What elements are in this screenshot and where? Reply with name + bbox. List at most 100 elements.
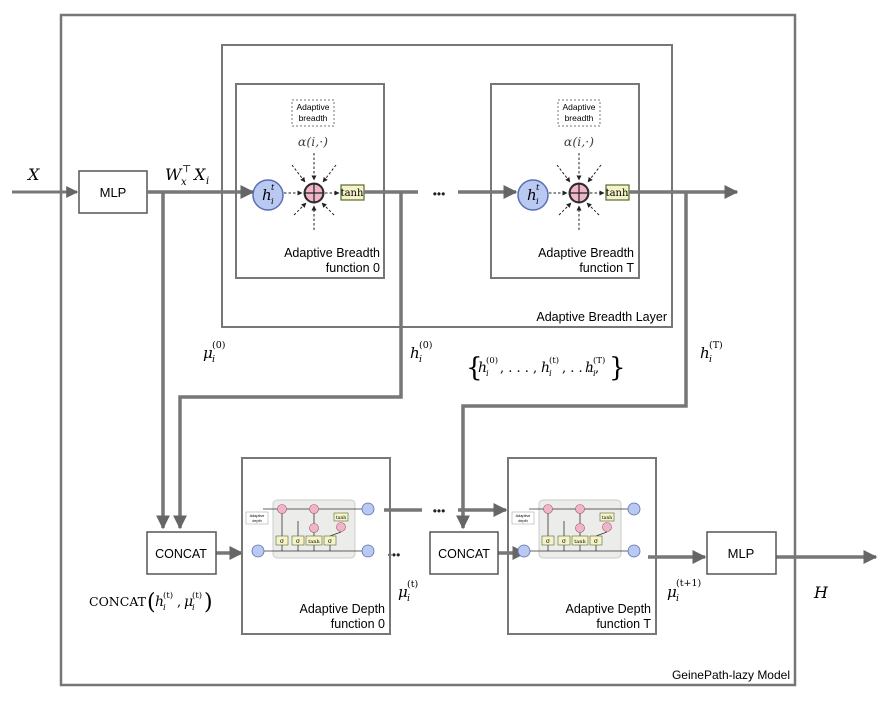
input-label: X — [26, 165, 40, 184]
mlp-output-box — [706, 531, 777, 575]
tanh-label: tanh — [341, 188, 364, 199]
badge-text: depth — [252, 519, 262, 523]
gate-label: σ — [296, 538, 300, 545]
set-close: } — [609, 353, 626, 383]
concat-fn: CONCAT — [89, 594, 147, 609]
concat-label-1: CONCAT — [438, 547, 490, 561]
output-label: H — [813, 583, 829, 602]
set-sup: (0) — [486, 355, 498, 366]
mut1-sup: (t+1) — [676, 578, 701, 589]
gate-label: σ — [594, 538, 598, 545]
badge-text: breadth — [565, 113, 594, 123]
badge-text: Adaptive — [296, 102, 329, 112]
model-label: GeinePath-lazy Model — [672, 668, 790, 682]
node-sup: t — [536, 183, 540, 193]
concat-box-1 — [429, 531, 499, 575]
mut-sub: i — [407, 593, 410, 604]
mlp-input-label: MLP — [100, 185, 127, 200]
mut-label: μ (t) i — [398, 579, 418, 604]
depth-subtitle-T: function T — [596, 617, 651, 631]
proj-sup: ⊤ — [182, 164, 191, 175]
set-sub: i — [549, 369, 552, 379]
gate-label: σ — [546, 538, 550, 545]
hT-sub: i — [709, 354, 712, 365]
set-sep: , . . . , — [562, 361, 599, 376]
depth-function-0: Adaptive depth tanh σ σ tanh σ — [241, 457, 391, 635]
breadth-layer-label: Adaptive Breadth Layer — [536, 310, 667, 324]
adaptive-breadth-badge — [291, 99, 335, 127]
concat-mu-sup: (t) — [192, 590, 202, 601]
set-sup: (T) — [593, 355, 605, 366]
mut-sup: (t) — [407, 579, 418, 590]
hT-sup: (T) — [709, 340, 723, 351]
mu0-base: μ — [203, 344, 213, 362]
comma: , — [177, 595, 181, 610]
mu0-sup: (0) — [212, 340, 225, 351]
depth-function-T: Adaptive depth tanh σ σ tanh σ — [507, 457, 657, 635]
node-label: h — [262, 186, 272, 204]
h0-base: h — [410, 344, 420, 362]
tanh-label: tanh — [336, 515, 346, 521]
breadth-subtitle-0: function 0 — [326, 261, 380, 275]
mut1-sub: i — [676, 593, 679, 604]
node-label: h — [527, 186, 537, 204]
mlp-input-box — [78, 170, 148, 214]
node-sub: i — [271, 197, 274, 207]
hT-label: h (T) i — [700, 340, 723, 365]
mu0-sub: i — [212, 354, 215, 365]
breadth-dots: ••• — [433, 187, 446, 201]
breadth-layer-box — [221, 44, 673, 328]
tanh-label: tanh — [602, 515, 612, 521]
set-open: { — [466, 353, 483, 383]
set-sub: i — [486, 369, 489, 379]
gate-label: σ — [280, 538, 284, 545]
depth-subtitle-0: function 0 — [331, 617, 385, 631]
concat-box-0 — [146, 531, 217, 575]
flow-lines — [147, 185, 878, 564]
alpha-label: α(i,·) — [564, 134, 594, 149]
concat-mu-sub: i — [192, 603, 195, 613]
badge-text: Adaptive — [516, 514, 531, 518]
mut-base: μ — [398, 583, 408, 601]
h0-sup: (0) — [419, 340, 432, 351]
breadth-function-T: Adaptive breadth α(i,·) h t i tanh Adapt… — [490, 83, 640, 279]
set-sup: (t) — [549, 355, 559, 366]
hT-base: h — [700, 344, 710, 362]
tanh-label: tanh — [606, 188, 629, 199]
adaptive-depth-badge — [245, 511, 269, 525]
breadth-title-T: Adaptive Breadth — [538, 246, 634, 260]
alpha-label: α(i,·) — [298, 134, 328, 149]
depth-title-T: Adaptive Depth — [566, 602, 652, 616]
breadth-title-0: Adaptive Breadth — [284, 246, 380, 260]
mut1-base: μ — [667, 583, 677, 601]
mut1-label: μ (t+1) i — [667, 578, 701, 604]
concat-mu: μ — [184, 594, 193, 610]
set-item: h — [585, 360, 594, 376]
gate-label: σ — [328, 538, 332, 545]
set-item: h — [541, 360, 550, 376]
depth-dots-top: ••• — [433, 504, 446, 518]
h0-label: h (0) i — [410, 340, 432, 365]
hidden-node — [517, 179, 549, 211]
adaptive-depth-badge — [511, 511, 535, 525]
node-sup: t — [271, 183, 275, 193]
adaptive-breadth-badge — [557, 99, 601, 127]
gate-label: tanh — [308, 539, 320, 545]
proj-sub: x — [181, 177, 187, 188]
set-item: h — [478, 360, 487, 376]
paren-close: ) — [204, 590, 213, 615]
paren-open: ( — [147, 590, 156, 615]
badge-text: Adaptive — [250, 514, 265, 518]
depth-title-0: Adaptive Depth — [300, 602, 386, 616]
model-box — [59, 13, 797, 687]
concat-h-sup: (t) — [163, 590, 173, 601]
concat-formula: CONCAT ( h (t) i , μ (t) i ) — [89, 590, 213, 615]
set-sep: , . . . , — [500, 361, 537, 376]
proj-x-sub: i — [206, 176, 209, 187]
breadth-subtitle-T: function T — [579, 261, 634, 275]
concat-h: h — [155, 594, 164, 610]
projection-label: W ⊤ x X i — [165, 164, 209, 188]
proj-w: W — [165, 165, 183, 184]
mu0-label: μ (0) i — [203, 340, 225, 365]
